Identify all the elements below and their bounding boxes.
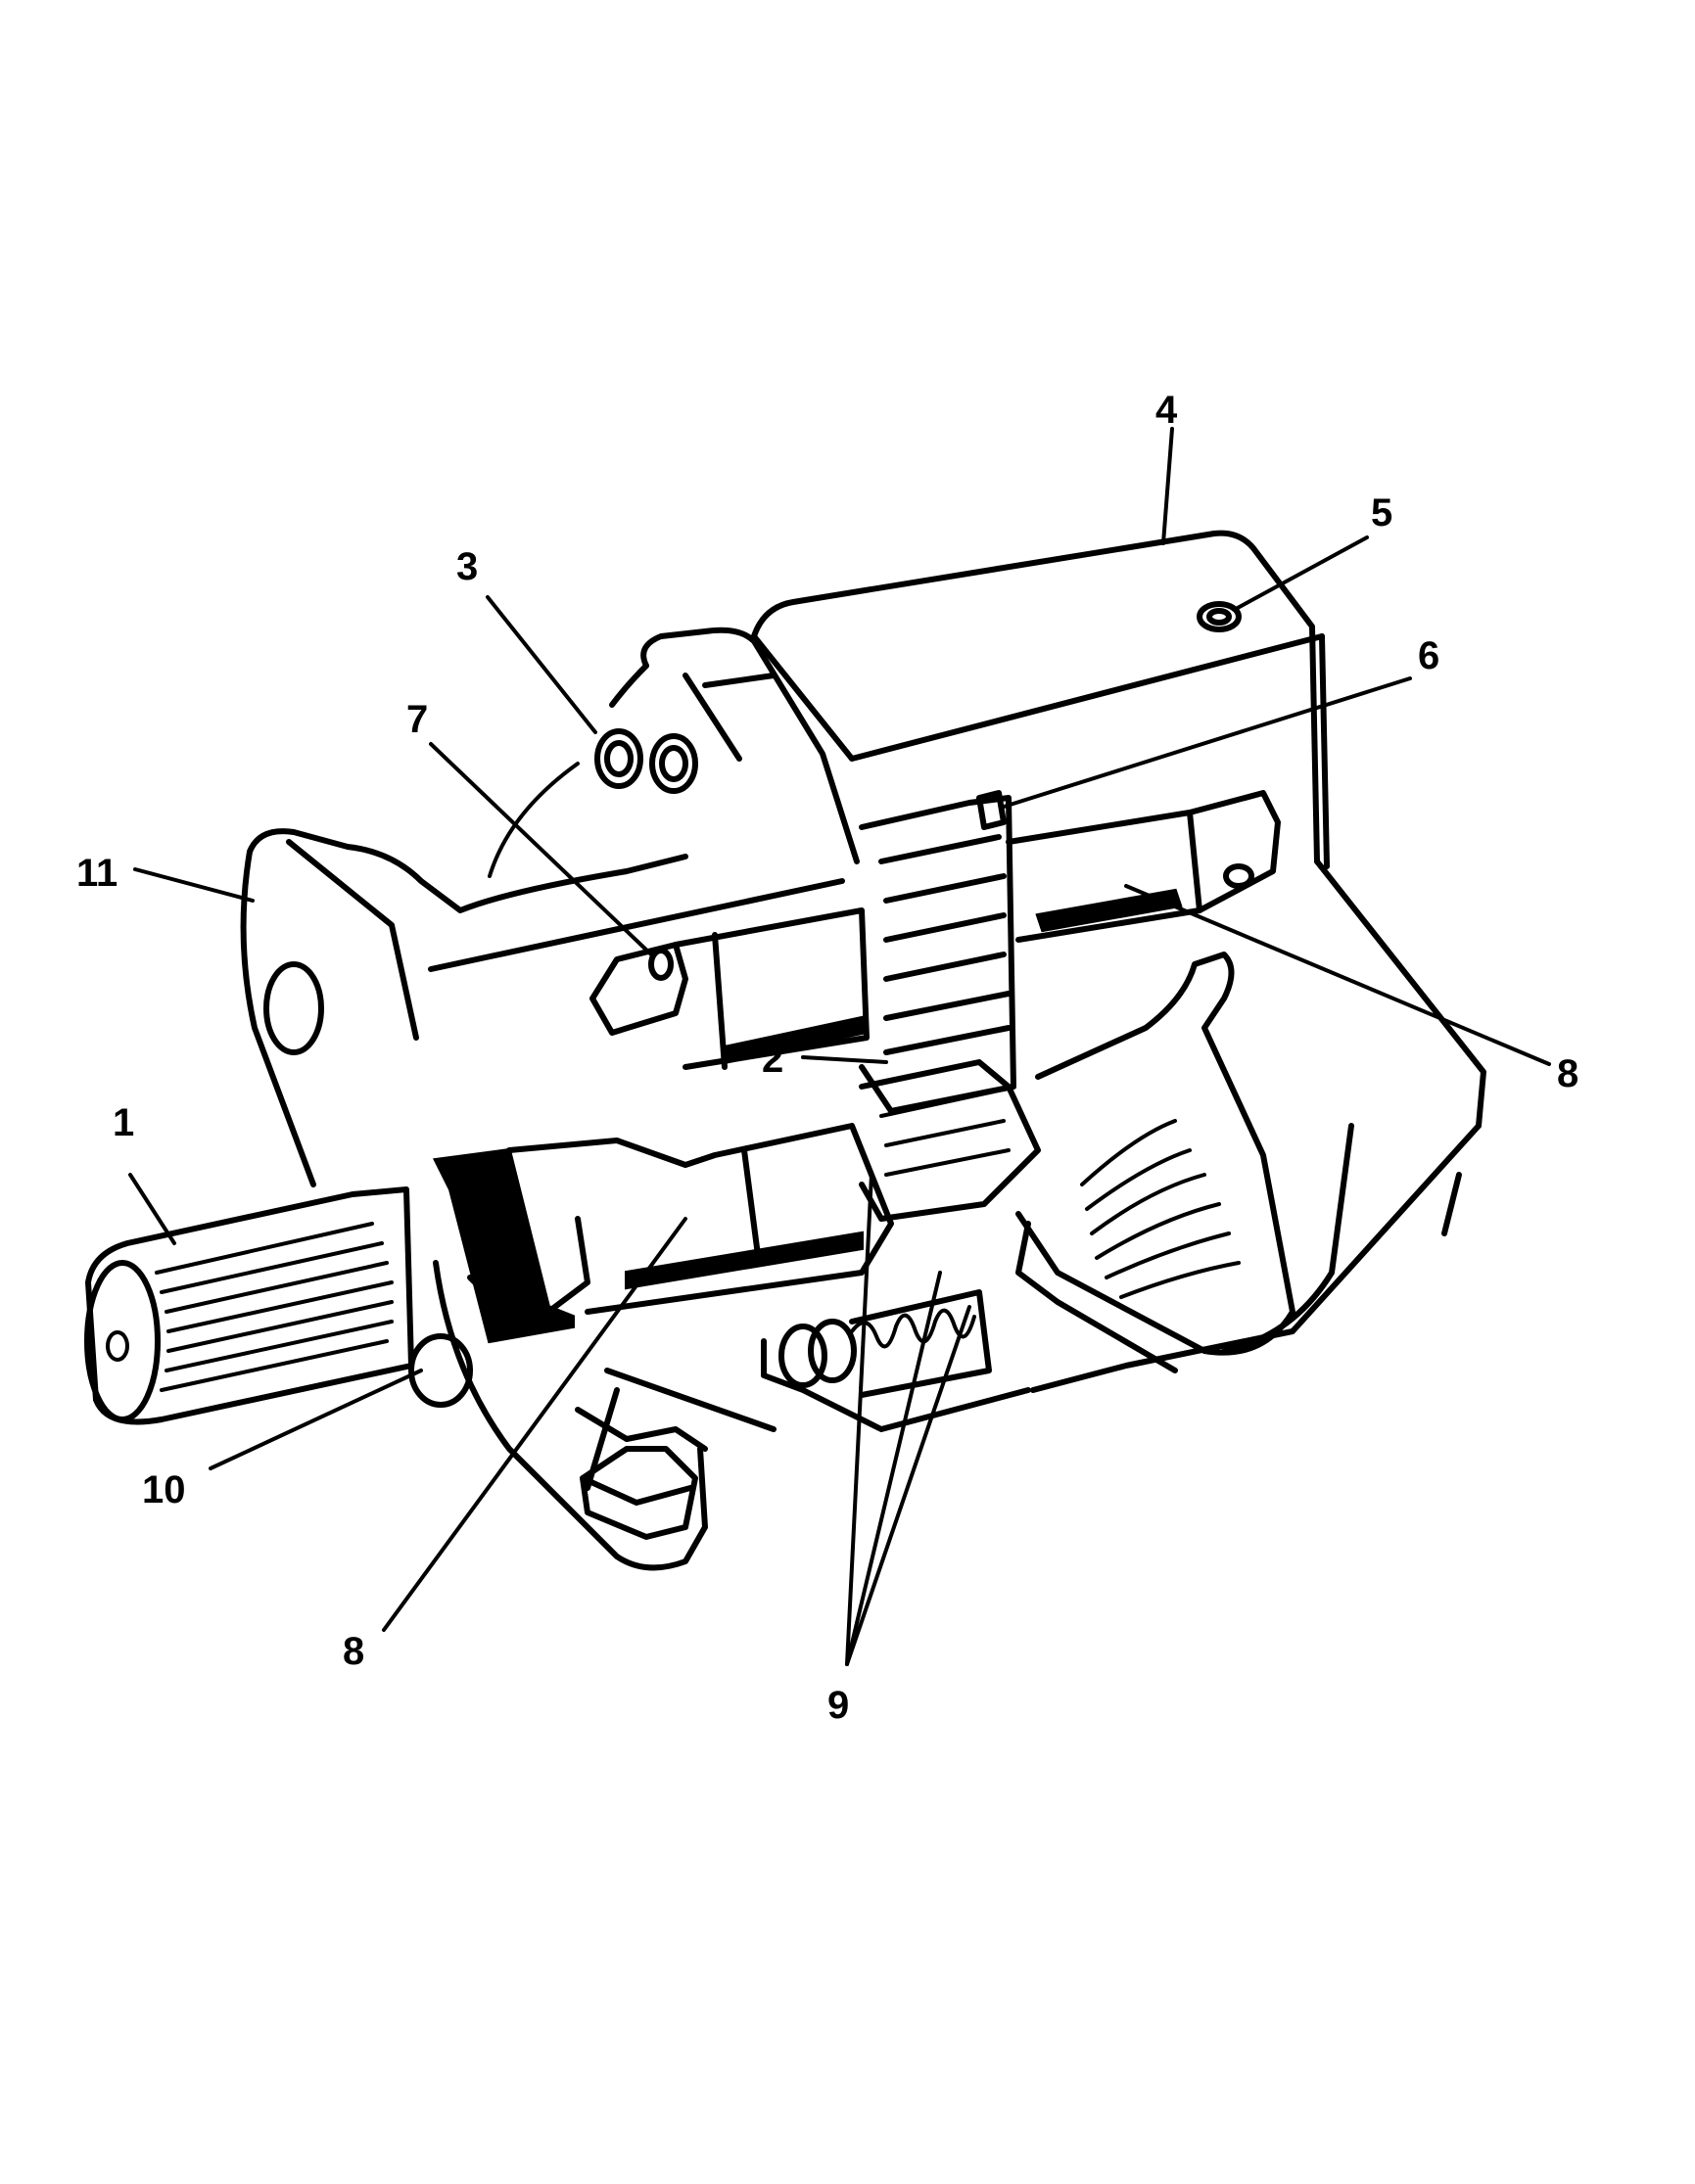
idler-shaft-assembly <box>589 790 1281 1114</box>
leader-lines <box>128 427 1551 1666</box>
callout-6: 6 <box>1418 634 1439 677</box>
callout-7: 7 <box>406 698 428 741</box>
callout-3: 3 <box>456 545 478 588</box>
callout-1: 1 <box>113 1101 134 1144</box>
port-fitting <box>1197 601 1242 632</box>
pump-housing <box>240 530 1486 1571</box>
callout-5: 5 <box>1371 491 1392 534</box>
relief-spring-assembly <box>778 1289 992 1398</box>
threaded-inlet-port <box>1015 952 1354 1373</box>
callout-10: 10 <box>142 1468 186 1511</box>
callout-labels: 1 2 3 4 5 6 7 8 8 9 10 11 <box>76 389 1578 1727</box>
callout-8-upper: 8 <box>1557 1052 1578 1095</box>
callout-8-lower: 8 <box>343 1630 364 1673</box>
housing-bolts <box>488 728 698 878</box>
callout-2: 2 <box>762 1038 783 1081</box>
callout-11: 11 <box>76 852 118 895</box>
callout-9: 9 <box>827 1684 849 1727</box>
drive-shaft-assembly <box>84 1059 1041 1425</box>
callout-4: 4 <box>1155 389 1178 432</box>
